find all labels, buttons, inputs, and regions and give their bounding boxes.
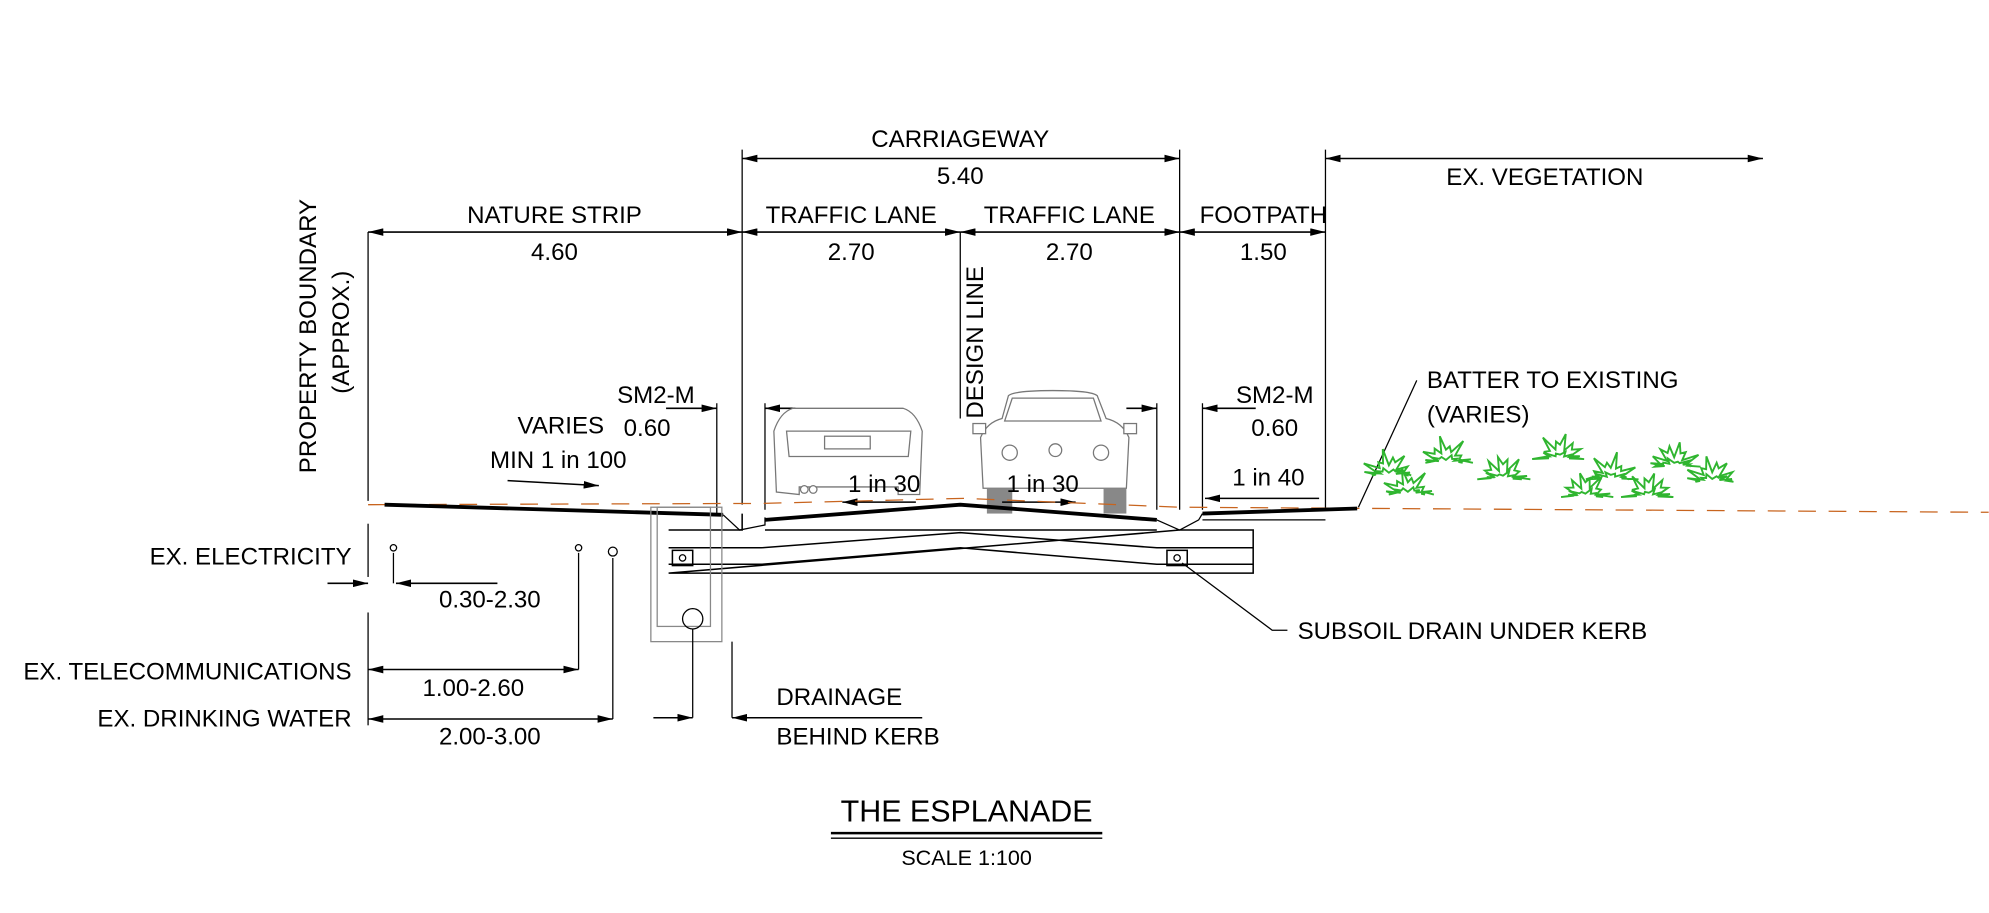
service-label-telecom: EX. TELECOMMUNICATIONS [23, 659, 351, 686]
subsoil-drain-right [1166, 549, 1189, 567]
drainage-label: DRAINAGE [776, 684, 902, 711]
finished-surface [384, 502, 1358, 531]
batter-leader [1357, 380, 1418, 508]
shrub [1477, 453, 1531, 481]
shrub [1532, 433, 1585, 460]
service-range-water: 2.00-3.00 [439, 723, 541, 750]
electricity-conduit [389, 543, 398, 552]
service-label-water: EX. DRINKING WATER [97, 706, 351, 733]
subsoil-drain-left [671, 549, 694, 567]
slope-footpath: 1 in 40 [1232, 465, 1304, 492]
kerb-left-type: SM2-M [617, 382, 695, 409]
extension-lines [367, 149, 1327, 514]
shrub [1363, 448, 1412, 477]
nature-strip-label: NATURE STRIP [467, 202, 642, 229]
nature-strip-slope-arrow [507, 479, 599, 489]
traffic-lane-right-value: 2.70 [1046, 239, 1093, 266]
pavement-layers [668, 513, 1254, 574]
service-label-electricity: EX. ELECTRICITY [150, 543, 352, 570]
slope-lane-right: 1 in 30 [1007, 471, 1079, 498]
property-boundary-note: (APPROX.) [328, 271, 355, 394]
kerb-right-type: SM2-M [1236, 382, 1314, 409]
min-slope-label: MIN 1 in 100 [490, 447, 627, 474]
shrub [1585, 451, 1639, 481]
services: EX. ELECTRICITY 0.30-2.30 EX. TELECOMMUN… [23, 523, 618, 750]
carriageway-value: 5.40 [937, 163, 984, 190]
batter-note: (VARIES) [1427, 401, 1530, 428]
shrub [1686, 456, 1736, 483]
drawing-title: THE ESPLANADE [841, 795, 1093, 829]
traffic-lane-left-label: TRAFFIC LANE [766, 202, 937, 229]
width-dimensions-row: NATURE STRIP 4.60 TRAFFIC LANE 2.70 TRAF… [368, 202, 1327, 266]
property-boundary-label: PROPERTY BOUNDARY [295, 199, 322, 473]
design-line-label: DESIGN LINE [962, 266, 989, 419]
carriageway-label: CARRIAGEWAY [871, 126, 1049, 153]
footpath-label: FOOTPATH [1200, 202, 1328, 229]
shrub [1383, 467, 1435, 496]
varies-label: VARIES [518, 413, 605, 440]
kerb-left-value: 0.60 [624, 415, 671, 442]
slope-lane-left: 1 in 30 [848, 471, 920, 498]
subsoil-drain-label: SUBSOIL DRAIN UNDER KERB [1298, 618, 1648, 645]
shrub [1650, 441, 1701, 468]
existing-vegetation [1363, 433, 1736, 499]
service-range-electricity: 0.30-2.30 [439, 586, 541, 613]
traffic-lane-left-value: 2.70 [828, 239, 875, 266]
shrub [1422, 435, 1474, 464]
kerb-right-value: 0.60 [1251, 415, 1298, 442]
drainage-trench [650, 506, 733, 718]
car-rear-view [773, 407, 923, 496]
car-front-view [972, 389, 1138, 514]
ex-vegetation-label: EX. VEGETATION [1446, 164, 1643, 191]
kerb-right-dimension: SM2-M 0.60 [1126, 382, 1314, 442]
existing-surface-line [368, 497, 1989, 513]
ex-vegetation-dimension: EX. VEGETATION [1325, 154, 1763, 191]
subsoil-leader [1181, 562, 1288, 631]
telecom-conduit [574, 543, 583, 552]
carriageway-dimension: CARRIAGEWAY 5.40 [742, 126, 1180, 190]
footpath-value: 1.50 [1240, 239, 1287, 266]
water-main [607, 546, 618, 557]
shrub [1620, 472, 1674, 499]
drawing-scale: SCALE 1:100 [901, 845, 1032, 870]
service-range-telecom: 1.00-2.60 [422, 675, 524, 702]
nature-strip-value: 4.60 [531, 239, 578, 266]
kerb-left-dimension: SM2-M 0.60 [617, 382, 796, 442]
shrub [1560, 472, 1614, 499]
drainage-label-2: BEHIND KERB [776, 723, 939, 750]
batter-label: BATTER TO EXISTING [1427, 367, 1679, 394]
traffic-lane-right-label: TRAFFIC LANE [984, 202, 1155, 229]
